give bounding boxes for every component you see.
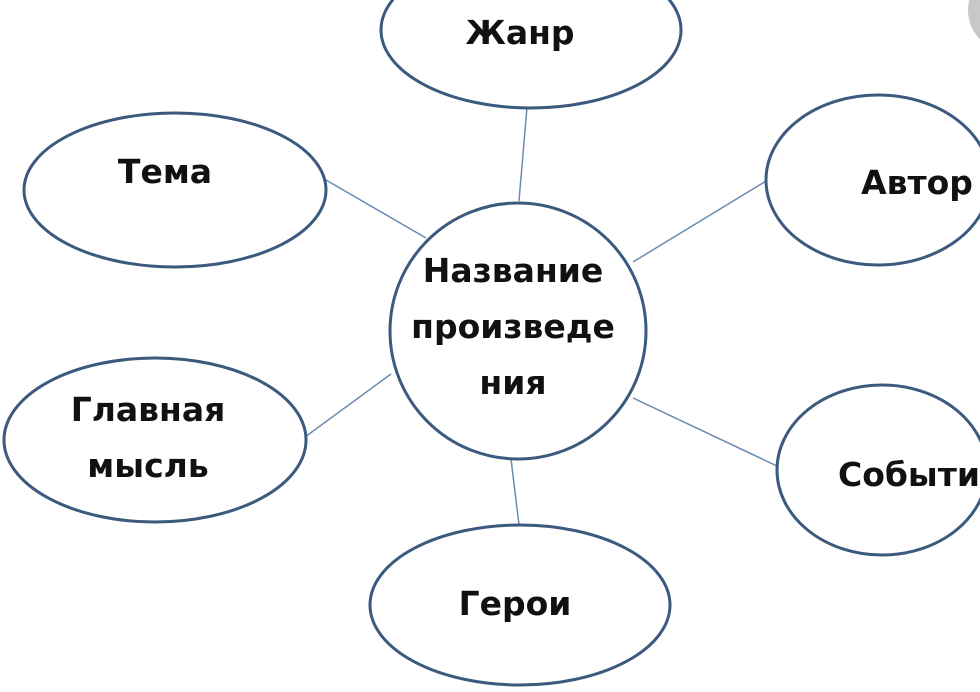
node-main-idea [2,356,308,524]
label-heroes: Герои [458,584,572,623]
label-author: Автор [861,163,973,202]
node-author [764,93,980,267]
label-theme: Тема [117,152,213,191]
node-center [388,201,648,461]
node-genre [379,0,683,110]
connector-events [632,397,778,467]
connector-heroes [510,458,520,526]
center-line-1: Название [422,251,604,290]
connector-author [632,180,767,263]
connector-genre [518,106,528,202]
node-events [775,383,980,557]
label-main-idea: Главная мысль [71,382,226,494]
label-events: События [838,455,980,494]
node-heroes [368,523,672,687]
connector-main-idea [304,373,392,438]
label-center: Название произведе ния [411,243,615,411]
label-genre: Жанр [465,13,575,52]
main-idea-line-1: Главная [70,390,226,429]
node-theme [22,111,328,269]
main-idea-line-2: мысль [87,446,209,485]
connector-theme [325,179,427,239]
center-line-3: ния [479,363,547,402]
center-line-2: произведе [411,307,615,346]
corner-gray-shape [968,0,980,40]
